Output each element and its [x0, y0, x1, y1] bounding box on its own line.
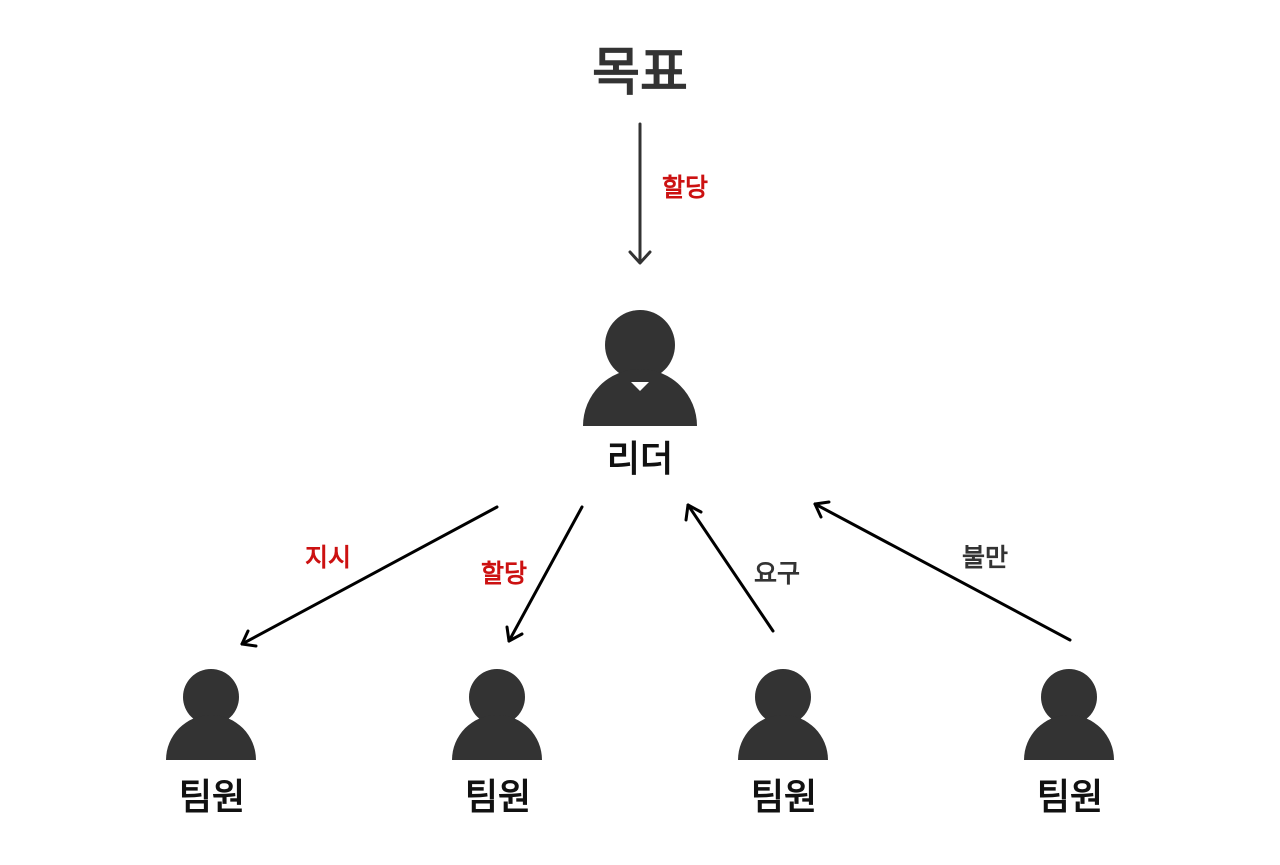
edge-leader-to-member2: 할당	[481, 505, 584, 643]
edge-leader-to-member2-label: 할당	[481, 559, 527, 588]
member-label: 팀원	[179, 777, 245, 818]
edge-leader-to-member1-label: 지시	[305, 543, 351, 572]
member-node-1: 팀원	[166, 669, 256, 818]
edge-leader-to-member1-arrowhead	[240, 629, 258, 648]
goal-title: 목표	[592, 43, 688, 103]
member-label: 팀원	[751, 777, 817, 818]
leader-label: 리더	[607, 439, 673, 480]
edge-member4-to-leader-label: 불만	[962, 543, 1008, 572]
member-label: 팀원	[465, 777, 531, 818]
edge-member4-to-leader-line	[813, 502, 1072, 642]
leader-tie-icon	[631, 382, 649, 391]
member-head-icon	[755, 669, 811, 725]
member-body-icon	[452, 715, 542, 760]
leader-body-icon	[583, 369, 697, 426]
edge-member4-to-leader-arrowhead	[813, 500, 831, 519]
leader-head-icon	[605, 310, 675, 380]
member-person-icon	[452, 669, 542, 760]
edge-goal-to-leader: 할당	[628, 122, 708, 265]
edge-goal-to-leader-arrowhead	[628, 250, 652, 265]
edge-member4-to-leader: 불만	[813, 500, 1072, 642]
member-node-3: 팀원	[738, 669, 828, 818]
member-person-icon	[738, 669, 828, 760]
member-label: 팀원	[1037, 777, 1103, 818]
edge-member3-to-leader: 요구	[684, 503, 800, 633]
edge-leader-to-member2-line	[507, 505, 584, 643]
member-node-2: 팀원	[452, 669, 542, 818]
edge-member3-to-leader-label: 요구	[754, 559, 800, 588]
edge-member3-to-leader-arrowhead	[684, 503, 703, 522]
leader-person-icon	[583, 310, 697, 426]
member-head-icon	[1041, 669, 1097, 725]
edge-leader-to-member1-line	[240, 505, 499, 646]
member-body-icon	[1024, 715, 1114, 760]
edge-member3-to-leader-line	[686, 503, 775, 633]
member-body-icon	[166, 715, 256, 760]
edge-leader-to-member1: 지시	[240, 505, 499, 648]
member-person-icon	[1024, 669, 1114, 760]
member-head-icon	[183, 669, 239, 725]
edge-leader-to-member2-arrowhead	[505, 625, 524, 643]
member-node-4: 팀원	[1024, 669, 1114, 818]
member-body-icon	[738, 715, 828, 760]
member-person-icon	[166, 669, 256, 760]
member-head-icon	[469, 669, 525, 725]
edge-goal-to-leader-label: 할당	[662, 173, 708, 202]
